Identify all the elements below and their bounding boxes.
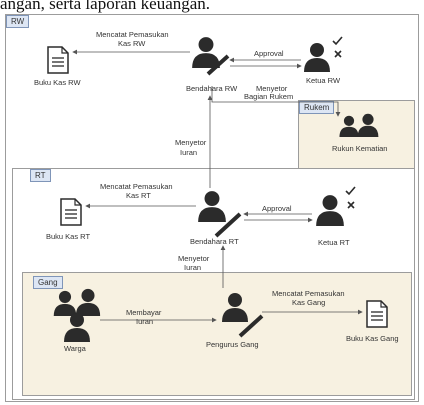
label-rt-approval: Approval <box>262 204 292 213</box>
label-rt-rw-1: Menyetor <box>175 138 207 147</box>
label-rw-catat-2: Kas RW <box>118 39 146 48</box>
label-rw-approval: Approval <box>254 49 284 58</box>
label-rw-rukem-2: Bagian Rukem <box>244 92 294 101</box>
label-warga: Warga <box>64 344 86 353</box>
label-rukun-kematian: Rukun Kematian <box>332 144 388 153</box>
label-ketua-rt: Ketua RT <box>318 238 350 247</box>
buku-kas-gang-icon <box>366 300 388 328</box>
label-ketua-rw: Ketua RW <box>306 76 341 85</box>
label-buku-kas-rt: Buku Kas RT <box>46 232 91 241</box>
bendahara-rw-icon <box>192 37 230 76</box>
rukem-tag: Rukem <box>299 101 335 114</box>
rt-tag: RT <box>30 169 51 182</box>
caption-fragment: angan, serta laporan keuangan. <box>0 0 211 13</box>
label-rt-rw-2: Iuran <box>180 148 198 157</box>
label-gang-catat-1: Mencatat Pemasukan <box>272 289 345 298</box>
label-rt-catat-1: Mencatat Pemasukan <box>100 182 173 191</box>
ketua-rt-icon <box>316 186 356 226</box>
buku-kas-rw-icon <box>47 46 69 74</box>
pengurus-gang-icon <box>222 293 264 338</box>
rw-panel <box>5 14 419 402</box>
label-pengurus-gang: Pengurus Gang <box>206 340 259 349</box>
label-buku-kas-gang: Buku Kas Gang <box>346 334 399 343</box>
label-warga-bayar-1: Membayar <box>126 308 162 317</box>
label-rt-catat-2: Kas RT <box>126 191 151 200</box>
warga-icon <box>53 288 101 342</box>
label-gang-rt-2: Iuran <box>184 263 202 272</box>
label-bendahara-rt: Bendahara RT <box>190 237 239 246</box>
label-rw-catat-1: Mencatat Pemasukan <box>96 30 169 39</box>
ketua-rw-icon <box>304 36 343 72</box>
label-gang-catat-2: Kas Gang <box>292 298 326 307</box>
label-buku-kas-rw: Buku Kas RW <box>34 78 81 87</box>
buku-kas-rt-icon <box>60 198 82 226</box>
label-gang-rt-1: Menyetor <box>178 254 210 263</box>
label-bendahara-rw: Bendahara RW <box>186 84 238 93</box>
bendahara-rt-icon <box>198 191 242 238</box>
rw-tag: RW <box>6 15 30 28</box>
rt-panel <box>12 168 415 400</box>
label-warga-bayar-2: Iuran <box>136 317 154 326</box>
edge-rw-rukem <box>211 86 341 117</box>
gang-tag: Gang <box>33 276 63 289</box>
label-rw-rukem-1: Menyetor <box>256 84 288 93</box>
rukun-kematian-icon <box>339 113 379 137</box>
